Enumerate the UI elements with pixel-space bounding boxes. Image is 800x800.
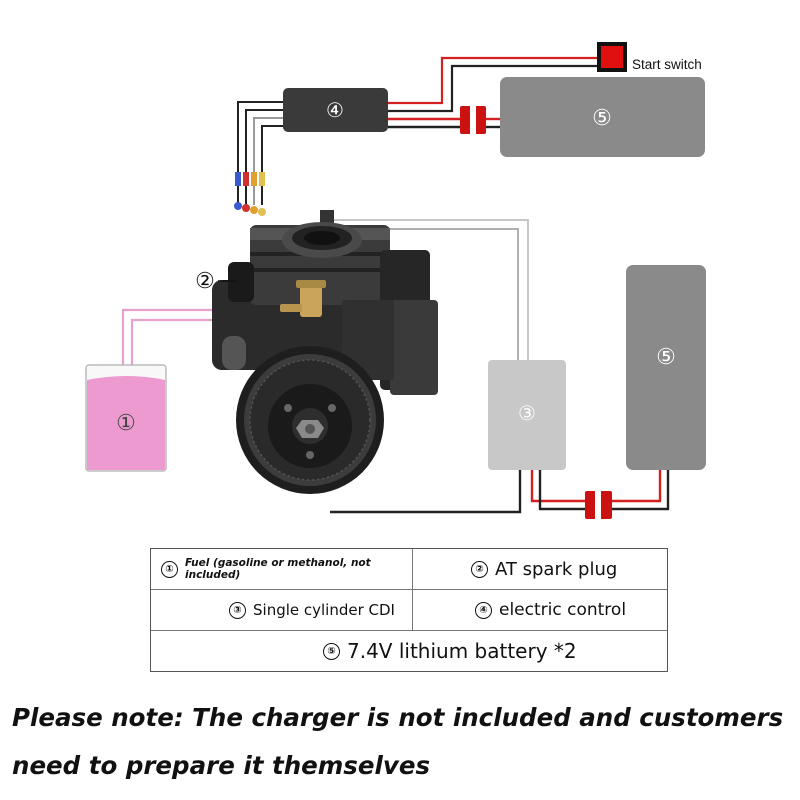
wires-control-to-engine [237,101,283,205]
battery-right: ⑤ [626,265,706,470]
legend-fuel: ① Fuel (gasoline or methanol, not includ… [151,549,413,590]
legend-fuel-text: Fuel (gasoline or methanol, not included… [185,557,371,581]
wiring-diagram: ④ Start switch ⑤ ③ ⑤ [85,42,706,519]
legend-spark-plug-number: ② [471,560,488,578]
legend-cdi-text: Single cylinder CDI [253,601,395,619]
battery-top-number: ⑤ [592,105,612,130]
fuel-tank: ① [85,364,167,472]
engine [212,210,438,494]
start-switch-label: Start switch [632,57,702,72]
wires-control-to-switch [388,56,598,113]
legend-battery-number: ⑤ [323,642,340,660]
wires-engine-to-cdi [330,219,529,362]
electric-control-unit: ④ [283,88,388,132]
legend-battery: ⑤ 7.4V lithium battery *2 [151,631,667,671]
battery-top: ⑤ [500,77,705,157]
legend-control-text: electric control [499,600,627,620]
start-switch [597,42,627,72]
legend-table: ① Fuel (gasoline or methanol, not includ… [150,548,668,672]
fuel-tank-number: ① [116,410,136,435]
legend-battery-text: 7.4V lithium battery *2 [347,639,577,663]
legend-cdi-number: ③ [229,601,246,619]
wires-cdi-to-battery [330,470,670,514]
legend-cdi: ③ Single cylinder CDI [151,590,413,631]
charger-note: Please note: The charger is not included… [12,703,784,780]
connector-bottom [585,491,612,519]
control-unit-number: ④ [326,100,344,122]
connector-top [460,106,486,134]
legend-control: ④ electric control [413,590,667,631]
legend-control-number: ④ [475,601,492,619]
legend-spark-plug: ② AT spark plug [413,549,667,590]
battery-right-number: ⑤ [656,344,676,369]
legend-fuel-number: ① [161,560,178,578]
wire-terminals [234,172,266,216]
cdi-unit: ③ [488,360,566,470]
legend-spark-plug-text: AT spark plug [495,558,618,580]
wires-control-to-battery [388,117,500,129]
spark-plug-number: ② [195,268,215,293]
cdi-number: ③ [518,403,536,425]
